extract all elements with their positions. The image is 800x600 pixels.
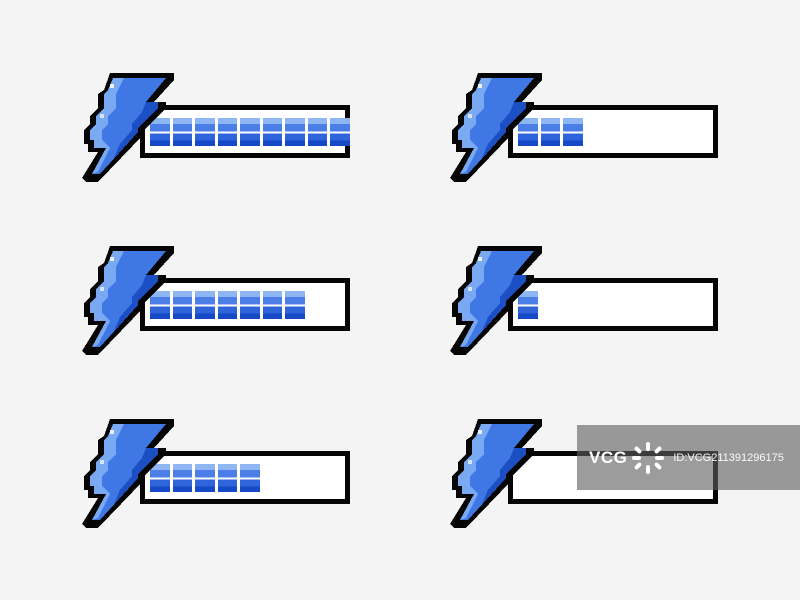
- progress-cell: [240, 291, 260, 319]
- watermark-logo: VCG: [589, 447, 628, 467]
- progress-bar: [140, 451, 350, 504]
- progress-cell: [285, 291, 305, 319]
- energy-meter-3: [80, 245, 355, 360]
- progress-cell: [518, 291, 538, 319]
- progress-cell: [563, 118, 583, 146]
- progress-cell: [518, 118, 538, 146]
- progress-cells: [150, 118, 350, 146]
- lightning-bolt-icon: [80, 72, 175, 184]
- lightning-bolt-icon: [448, 245, 543, 357]
- progress-cell: [307, 118, 327, 146]
- progress-cells: [150, 464, 260, 492]
- progress-cell: [262, 118, 282, 146]
- lightning-bolt-icon: [448, 72, 543, 184]
- progress-cell: [195, 291, 215, 319]
- progress-cell: [172, 464, 192, 492]
- progress-bar: [140, 105, 350, 158]
- progress-cell: [172, 118, 192, 146]
- progress-cell: [195, 464, 215, 492]
- progress-cell: [217, 464, 237, 492]
- energy-meter-5: [80, 418, 355, 533]
- progress-cell: [150, 118, 170, 146]
- progress-cell: [217, 118, 237, 146]
- progress-cells: [518, 291, 538, 319]
- progress-cell: [217, 291, 237, 319]
- watermark: VCG ID:VCG211391296175: [577, 425, 800, 490]
- progress-cell: [262, 291, 282, 319]
- lightning-bolt-icon: [80, 418, 175, 530]
- progress-cell: [240, 464, 260, 492]
- progress-bar: [508, 105, 718, 158]
- progress-cell: [285, 118, 305, 146]
- progress-cell: [540, 118, 560, 146]
- progress-cells: [518, 118, 583, 146]
- energy-meter-2: [448, 72, 723, 187]
- lightning-bolt-icon: [448, 418, 543, 530]
- watermark-mark-icon: [632, 441, 665, 474]
- watermark-id: ID:VCG211391296175: [673, 451, 784, 464]
- progress-cells: [150, 291, 305, 319]
- progress-cell: [150, 291, 170, 319]
- progress-cell: [150, 464, 170, 492]
- lightning-bolt-icon: [80, 245, 175, 357]
- progress-cell: [240, 118, 260, 146]
- progress-cell: [172, 291, 192, 319]
- progress-cell: [330, 118, 350, 146]
- energy-meter-1: [80, 72, 355, 187]
- progress-cell: [195, 118, 215, 146]
- energy-meter-4: [448, 245, 723, 360]
